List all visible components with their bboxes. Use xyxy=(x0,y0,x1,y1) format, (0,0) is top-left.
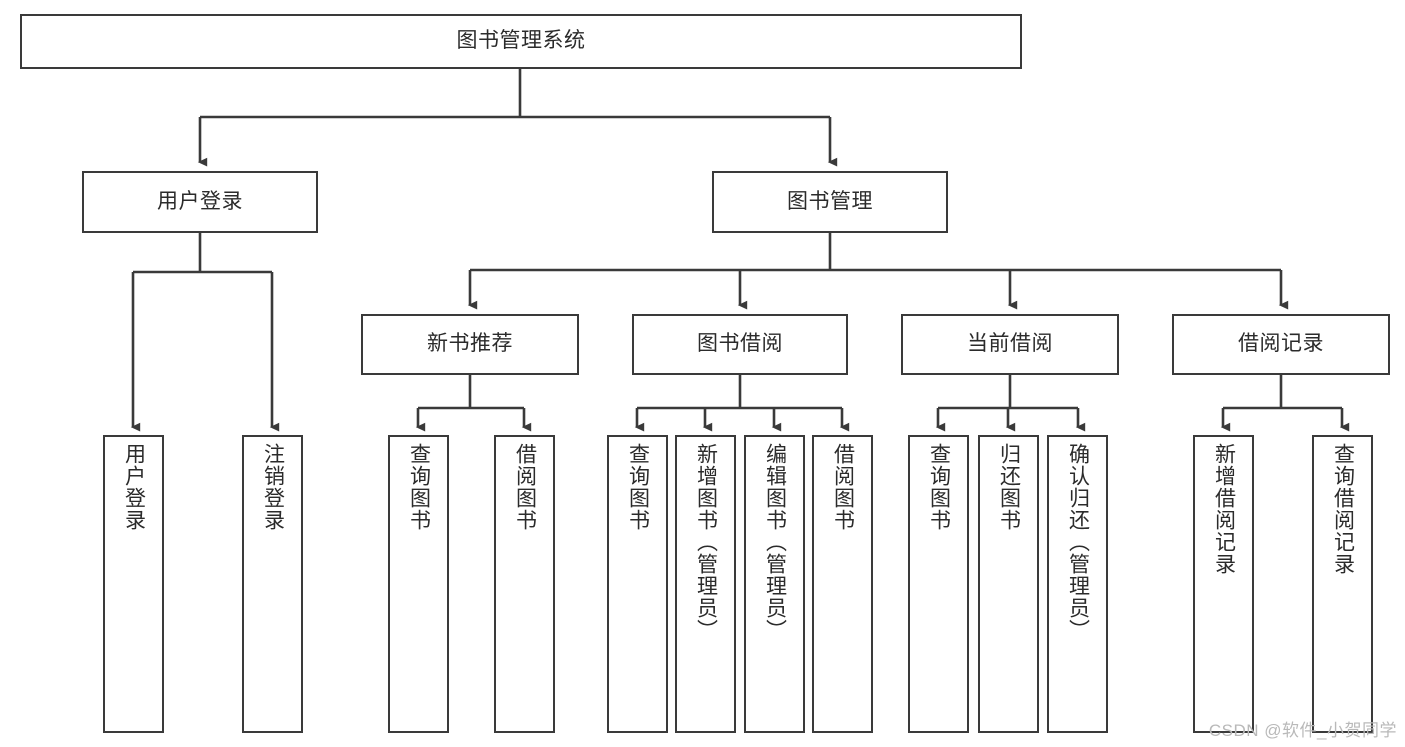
node-leaf-query-book-1[interactable]: 查询图书 xyxy=(388,435,449,733)
node-book-borrow-label: 图书借阅 xyxy=(697,332,783,356)
node-leaf-borrow-book-1[interactable]: 借阅图书 xyxy=(494,435,555,733)
node-leaf-query-book-2[interactable]: 查询图书 xyxy=(607,435,668,733)
node-book-management-label: 图书管理 xyxy=(787,189,873,213)
node-leaf-confirm-return[interactable]: 确认归还（管理员） xyxy=(1047,435,1108,733)
node-leaf-return-book-label: 归还图书 xyxy=(997,443,1021,531)
node-book-borrow[interactable]: 图书借阅 xyxy=(632,314,848,375)
node-leaf-borrow-book-1-label: 借阅图书 xyxy=(513,443,537,531)
node-borrow-record-label: 借阅记录 xyxy=(1238,332,1324,356)
node-leaf-confirm-return-label: 确认归还（管理员） xyxy=(1066,443,1090,641)
node-leaf-edit-book[interactable]: 编辑图书（管理员） xyxy=(744,435,805,733)
node-leaf-logout[interactable]: 注销登录 xyxy=(242,435,303,733)
node-leaf-query-record-label: 查询借阅记录 xyxy=(1331,443,1355,575)
node-leaf-return-book[interactable]: 归还图书 xyxy=(978,435,1039,733)
node-leaf-query-book-2-label: 查询图书 xyxy=(626,443,650,531)
node-user-login[interactable]: 用户登录 xyxy=(82,171,318,233)
node-current-borrow-label: 当前借阅 xyxy=(967,332,1053,356)
node-leaf-query-record[interactable]: 查询借阅记录 xyxy=(1312,435,1373,733)
node-leaf-query-book-1-label: 查询图书 xyxy=(407,443,431,531)
node-user-login-label: 用户登录 xyxy=(157,189,243,213)
node-leaf-borrow-book-2-label: 借阅图书 xyxy=(831,443,855,531)
node-leaf-user-login[interactable]: 用户登录 xyxy=(103,435,164,733)
node-leaf-query-book-3[interactable]: 查询图书 xyxy=(908,435,969,733)
node-leaf-add-record-label: 新增借阅记录 xyxy=(1212,443,1236,575)
node-leaf-logout-label: 注销登录 xyxy=(261,443,285,531)
node-leaf-user-login-label: 用户登录 xyxy=(122,443,146,531)
node-borrow-record[interactable]: 借阅记录 xyxy=(1172,314,1390,375)
node-leaf-borrow-book-2[interactable]: 借阅图书 xyxy=(812,435,873,733)
node-leaf-add-book-label: 新增图书（管理员） xyxy=(694,443,718,641)
node-new-book-recommend-label: 新书推荐 xyxy=(427,332,513,356)
node-leaf-query-book-3-label: 查询图书 xyxy=(927,443,951,531)
node-root-label: 图书管理系统 xyxy=(456,29,586,53)
node-leaf-edit-book-label: 编辑图书（管理员） xyxy=(763,443,787,641)
node-book-management[interactable]: 图书管理 xyxy=(712,171,948,233)
node-root[interactable]: 图书管理系统 xyxy=(20,14,1022,69)
node-leaf-add-record[interactable]: 新增借阅记录 xyxy=(1193,435,1254,733)
csdn-watermark: CSDN @软件_小贺同学 xyxy=(1208,721,1397,740)
node-leaf-add-book[interactable]: 新增图书（管理员） xyxy=(675,435,736,733)
node-current-borrow[interactable]: 当前借阅 xyxy=(901,314,1119,375)
node-new-book-recommend[interactable]: 新书推荐 xyxy=(361,314,579,375)
